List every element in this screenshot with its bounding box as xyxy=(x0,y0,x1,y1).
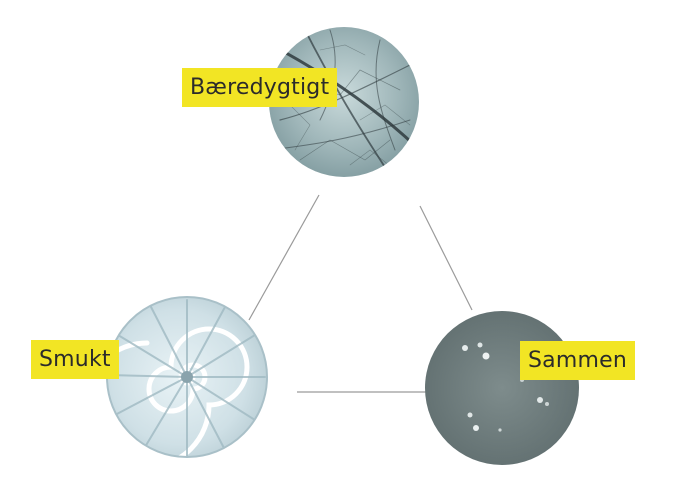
edge-top-left xyxy=(249,195,319,320)
edge-top-right xyxy=(420,206,472,310)
label-smukt: Smukt xyxy=(31,340,119,379)
label-sammen: Sammen xyxy=(520,341,635,380)
nautilus-shell-image xyxy=(85,297,267,467)
felt-texture-image xyxy=(425,311,600,465)
label-baeredygtigt: Bæredygtigt xyxy=(182,68,337,107)
